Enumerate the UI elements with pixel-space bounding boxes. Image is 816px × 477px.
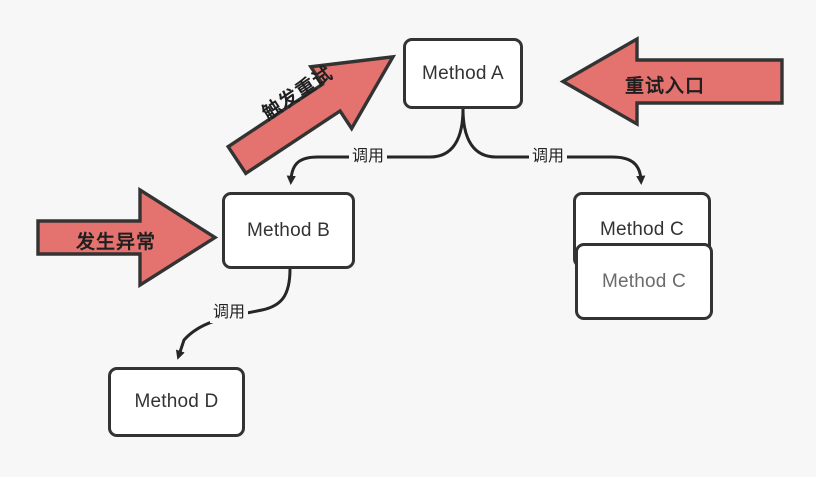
node-method-a[interactable]: Method A — [403, 38, 523, 109]
callout-label-exception-occurred: 发生异常 — [76, 232, 157, 253]
node-method-d[interactable]: Method D — [108, 367, 245, 437]
edge-path-b-to-d — [175, 267, 292, 360]
trigger-retry-arrow-shape — [225, 54, 397, 176]
edge-label-a-to-b: 调用 — [349, 147, 388, 167]
node-label-method-a: Method A — [422, 62, 504, 84]
node-label-method-c-back: Method C — [600, 219, 684, 240]
exception-occurred-arrow-shape — [36, 186, 219, 289]
edge-path-a-to-b — [286, 107, 465, 185]
edge-path-a-to-c — [461, 107, 646, 185]
callout-label-retry-entry: 重试入口 — [625, 76, 706, 97]
retry-entry-arrow-shape — [559, 36, 784, 127]
edge-label-a-to-c: 调用 — [529, 147, 568, 167]
edge-label-b-to-d: 调用 — [210, 303, 249, 323]
node-method-b[interactable]: Method B — [222, 192, 355, 269]
node-label-method-b: Method B — [247, 219, 330, 241]
node-label-method-d: Method D — [134, 391, 219, 412]
node-label-method-c-front: Method C — [602, 270, 686, 292]
node-method-c-front[interactable]: Method C — [575, 243, 713, 320]
